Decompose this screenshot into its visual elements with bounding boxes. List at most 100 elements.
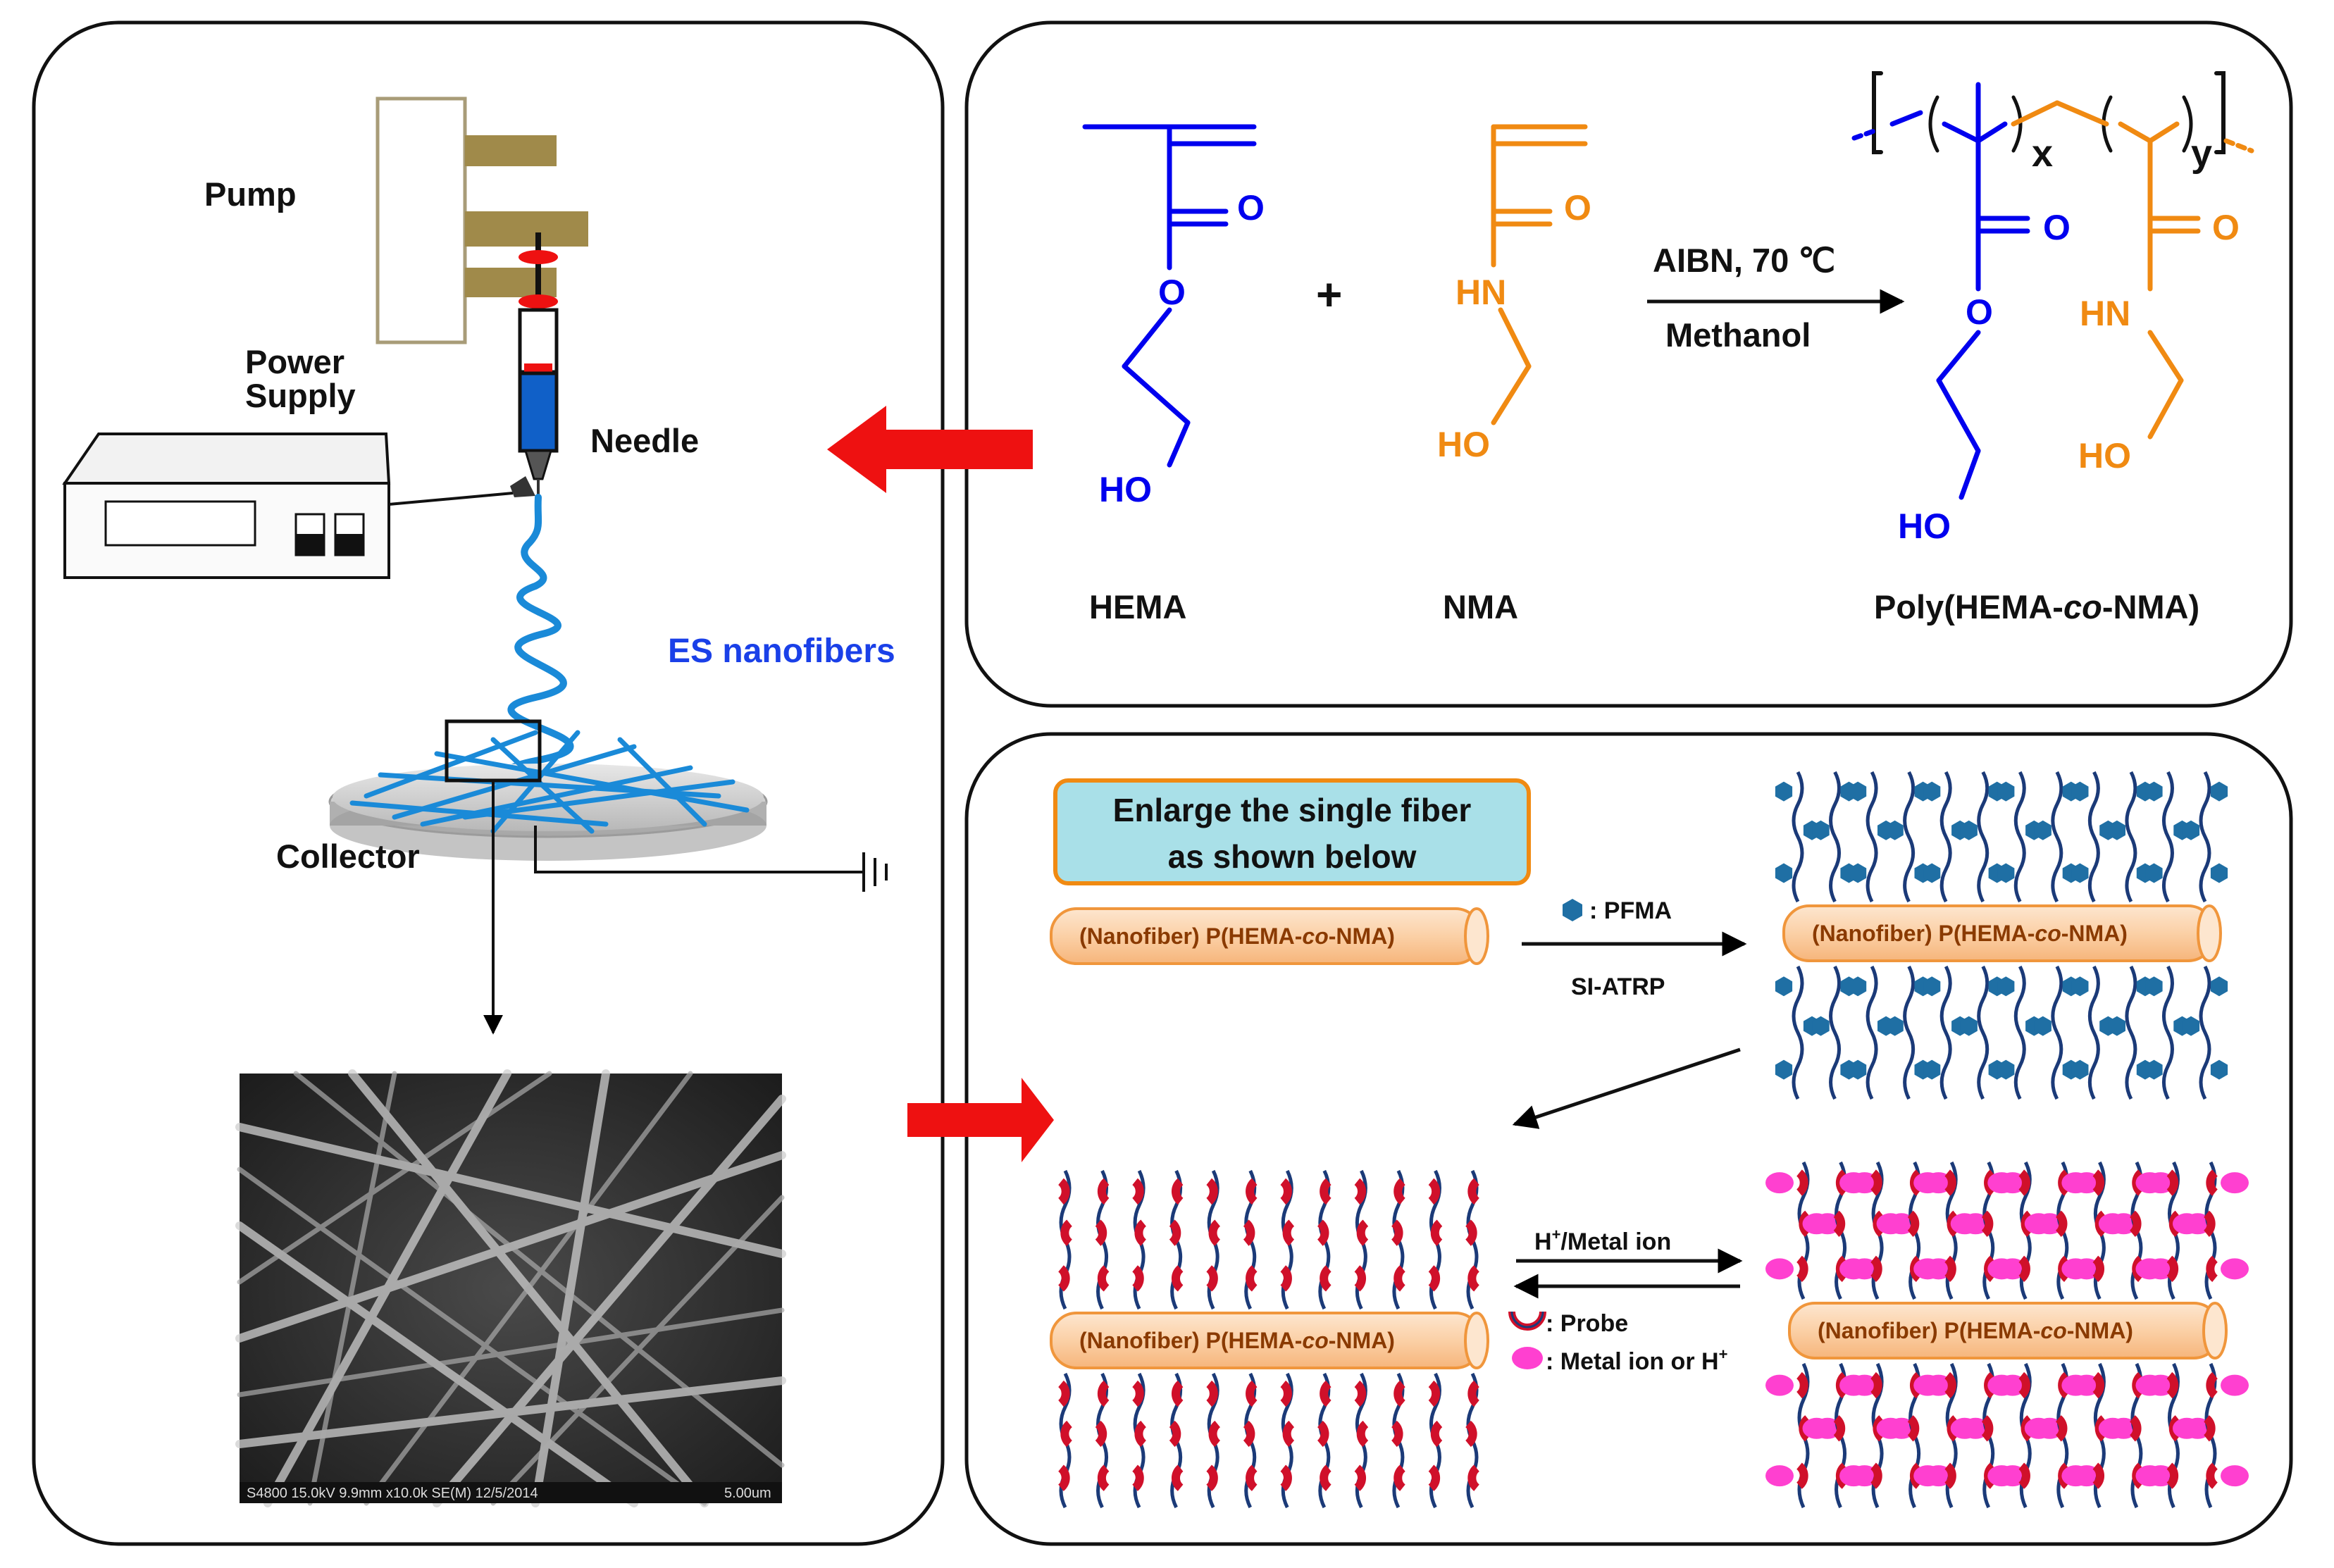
polymer-chain <box>1939 771 1952 903</box>
polymer-chain <box>1939 965 1952 1100</box>
hema-o-carbonyl: O <box>1237 188 1265 228</box>
probe-unit <box>2166 1169 2179 1196</box>
pfma-unit <box>1960 820 1978 840</box>
probe-unit <box>2092 1169 2105 1196</box>
pfma-unit <box>2210 781 2228 802</box>
probe-unit <box>1208 1420 1221 1448</box>
metal-ion <box>1913 1258 1942 1280</box>
hema-structure <box>1082 124 1257 468</box>
probe-unit <box>1246 1380 1258 1407</box>
probe-unit <box>1356 1420 1369 1448</box>
metal-ion <box>2135 1374 2164 1396</box>
metal-ion <box>2061 1374 2090 1396</box>
probe-unit <box>1796 1462 1808 1489</box>
probe-unit <box>1393 1178 1406 1205</box>
probe-unit <box>1428 1178 1441 1205</box>
probe-unit <box>1354 1265 1367 1292</box>
pfma-unit <box>2071 976 2089 997</box>
probe-unit <box>1317 1420 1329 1448</box>
metal-ion <box>1765 1172 1794 1194</box>
pfma-unit <box>2210 976 2228 997</box>
metal-ion <box>1950 1213 1979 1235</box>
pfma-unit <box>1997 976 2015 997</box>
metal-ion <box>1839 1374 1868 1396</box>
nma-ho: HO <box>1437 425 1490 464</box>
plus-sign: + <box>1316 269 1342 320</box>
probe-unit <box>2018 1255 2030 1282</box>
probe-unit <box>2129 1415 2142 1442</box>
pfma-unit <box>1960 1016 1978 1036</box>
probe-unit <box>1907 1210 1920 1237</box>
hema-label: HEMA <box>1089 588 1186 626</box>
probe-unit <box>1060 1219 1073 1246</box>
polymer-chain <box>1903 965 1916 1100</box>
fiber-pfma: (Nanofiber) P(HEMA-co-NMA) <box>1782 904 2222 962</box>
probe-unit <box>1097 1380 1110 1407</box>
nma-structure <box>1491 124 1588 425</box>
metal-ion <box>1802 1213 1831 1235</box>
metal-ion <box>1765 1374 1794 1396</box>
probe-unit <box>1097 1265 1110 1292</box>
red-arrow-left <box>827 406 1033 493</box>
si-atrp-label: SI-ATRP <box>1571 973 1665 1000</box>
probe-unit <box>1981 1415 1994 1442</box>
probe-unit <box>1944 1255 1956 1282</box>
metal-ion <box>2135 1465 2164 1487</box>
brush-pfma <box>1775 771 2228 1100</box>
probe-legend-icon <box>1508 1311 1546 1331</box>
probe-unit <box>1206 1380 1218 1407</box>
probe-unit <box>1467 1265 1480 1292</box>
nma-hn: HN <box>1455 273 1506 312</box>
probe-unit <box>1057 1265 1070 1292</box>
probe-unit <box>1320 1178 1332 1205</box>
fiber-label-3: (Nanofiber) P(HEMA-co-NMA) <box>1079 1328 1395 1353</box>
metal-ion <box>1839 1465 1868 1487</box>
probe-unit <box>1206 1265 1218 1292</box>
metal-ion <box>2024 1417 2053 1439</box>
synthesis-panel-frame <box>964 20 2293 708</box>
probe-unit <box>1282 1219 1295 1246</box>
metal-ion <box>1839 1172 1868 1194</box>
pump-label: Pump <box>204 175 297 213</box>
collector-label: Collector <box>276 838 420 875</box>
metal-ion <box>1987 1374 2016 1396</box>
fiber-metal: (Nanofiber) P(HEMA-co-NMA) <box>1788 1302 2228 1359</box>
fiber-label-1: (Nanofiber) P(HEMA-co-NMA) <box>1079 923 1395 949</box>
probe-unit <box>1944 1371 1956 1399</box>
pfma-unit <box>2145 976 2163 997</box>
metal-ion <box>2024 1213 2053 1235</box>
probe-unit <box>1131 1265 1144 1292</box>
pfma-unit <box>1849 781 1867 802</box>
probe-unit <box>1131 1178 1144 1205</box>
power-supply-label-2: Supply <box>245 377 356 414</box>
probe-unit <box>1280 1178 1292 1205</box>
pfma-unit <box>2182 820 2200 840</box>
probe-unit <box>1097 1464 1110 1491</box>
pfma-unit <box>2034 1016 2051 1036</box>
polymer-chain <box>2161 771 2174 903</box>
polymer-chain <box>2013 771 2026 903</box>
probe-unit <box>1393 1380 1406 1407</box>
metal-ion <box>2061 1258 2090 1280</box>
hema-ho: HO <box>1099 470 1152 509</box>
pfma-unit <box>1812 820 1830 840</box>
pfma-unit <box>1849 1059 1867 1080</box>
metal-ion <box>2061 1465 2090 1487</box>
fiber-label-2: (Nanofiber) P(HEMA-co-NMA) <box>1812 921 2128 946</box>
polymer-chain <box>2125 771 2137 903</box>
probe-unit <box>1057 1380 1070 1407</box>
metal-ion <box>1987 1172 2016 1194</box>
probe-unit <box>1907 1415 1920 1442</box>
probe-unit <box>1131 1380 1144 1407</box>
nma-o: O <box>1564 188 1591 228</box>
collector <box>328 719 768 861</box>
probe-unit <box>1870 1462 1882 1489</box>
probe-unit <box>1246 1265 1258 1292</box>
probe-unit <box>1393 1464 1406 1491</box>
polymer-chain <box>2051 965 2063 1100</box>
polymer-chain <box>1792 771 1804 903</box>
polymer-chain <box>2051 771 2063 903</box>
pfma-unit <box>1775 1059 1793 1080</box>
probe-unit <box>1428 1464 1441 1491</box>
